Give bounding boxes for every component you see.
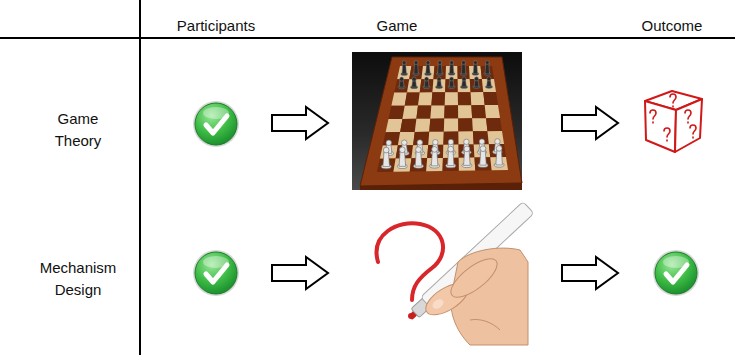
chess-piece (460, 77, 467, 89)
board-square (458, 105, 472, 118)
chess-piece (472, 61, 479, 76)
chess-piece (398, 77, 405, 89)
hollow-arrow (272, 107, 328, 139)
column-header: Participants (151, 15, 281, 37)
board-square (415, 119, 431, 132)
board-square (431, 92, 445, 105)
check-icon (193, 250, 239, 296)
question-dice (645, 91, 702, 152)
hand-drawing-question (377, 202, 534, 345)
board-square (487, 131, 504, 144)
chess-piece (460, 61, 467, 76)
board-square (418, 92, 432, 105)
chess-piece (462, 146, 472, 168)
board-square (471, 105, 486, 118)
board-square (471, 92, 485, 105)
header-rule (0, 37, 735, 39)
board-square (416, 105, 431, 118)
chess-piece (484, 61, 491, 76)
board-square (398, 132, 415, 145)
board-square (473, 131, 489, 144)
board-square (400, 119, 416, 132)
chess-piece (411, 77, 418, 89)
board-square (458, 131, 473, 144)
board-square (413, 132, 429, 145)
column-header: Outcome (612, 15, 732, 37)
board-square (405, 92, 420, 105)
board-square (389, 106, 405, 119)
chess-piece (430, 147, 440, 169)
board-square (402, 106, 418, 119)
chess-piece (448, 77, 455, 89)
board-square (444, 118, 459, 131)
chess-piece (478, 146, 488, 168)
chess-piece (381, 147, 391, 169)
board-square (386, 119, 403, 132)
hollow-arrow (562, 107, 618, 139)
chess-piece (435, 77, 442, 89)
chess-piece (446, 146, 456, 168)
chess-piece (494, 146, 504, 168)
chess-board-picture (352, 52, 522, 190)
row-header: Game Theory (38, 108, 118, 152)
chess-piece (397, 147, 407, 169)
column-header: Game (332, 15, 462, 37)
chess-piece (485, 77, 492, 89)
column-rule (139, 0, 141, 355)
chess-piece (436, 61, 443, 76)
chess-piece (448, 61, 455, 76)
board-square (458, 118, 473, 131)
board-square (458, 92, 472, 105)
check-icon (653, 250, 699, 296)
board-square (486, 118, 502, 131)
board-square (428, 132, 444, 145)
hollow-arrow (272, 257, 328, 289)
chess-piece (413, 61, 420, 76)
chess-piece (401, 61, 408, 76)
board-square (443, 131, 458, 144)
board-square (445, 92, 458, 105)
hollow-arrow (562, 257, 618, 289)
board-square (485, 105, 500, 118)
board-square (483, 92, 498, 105)
board-square (383, 132, 400, 145)
chess-piece (473, 77, 480, 89)
board-square (444, 105, 458, 118)
check-icon (193, 101, 239, 147)
chess-piece (414, 147, 424, 169)
chess-piece (425, 61, 432, 76)
board-square (429, 119, 444, 132)
chess-piece (423, 77, 430, 89)
board-square (430, 105, 444, 118)
row-header: Mechanism Design (38, 257, 118, 301)
board-square (472, 118, 487, 131)
board-square (391, 92, 407, 105)
